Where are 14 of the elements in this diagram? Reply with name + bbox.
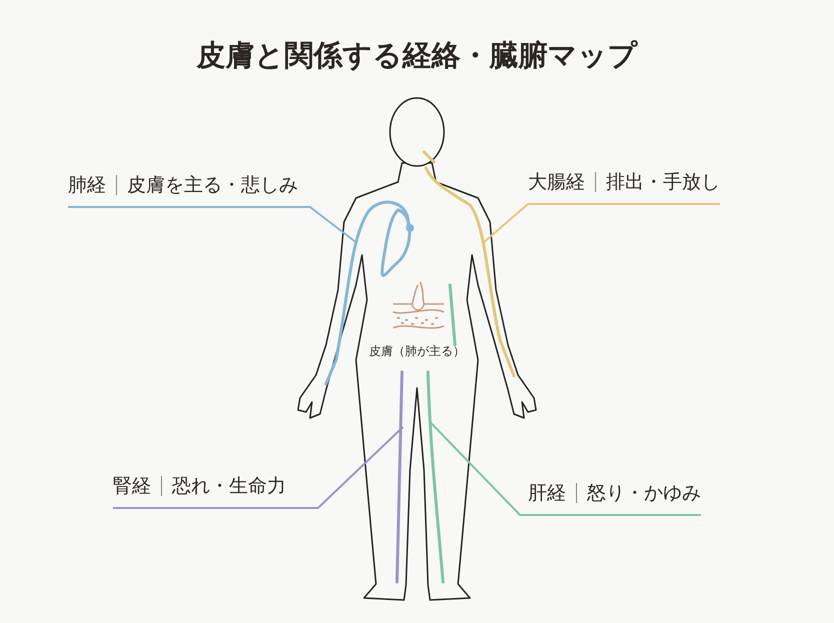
leader-line bbox=[482, 203, 720, 244]
meridian-description: 皮膚を主る・悲しみ bbox=[127, 173, 298, 198]
meridian-description: 排出・手放し bbox=[606, 170, 720, 195]
meridian-name: 大腸経 bbox=[528, 170, 585, 195]
meridian-description: 怒り・かゆみ bbox=[587, 481, 701, 506]
meridian-name: 腎経 bbox=[113, 474, 151, 499]
leader-line bbox=[429, 421, 701, 516]
leader-line bbox=[113, 426, 404, 509]
meridian-description: 恐れ・生命力 bbox=[172, 474, 286, 499]
leader-line bbox=[68, 206, 358, 244]
part-label: 皮膚（肺が主る） bbox=[369, 343, 465, 360]
meridian-name: 肺経 bbox=[68, 173, 106, 198]
meridian-name: 肝経 bbox=[528, 481, 566, 506]
title: 皮膚と関係する経絡・臓腑マップ bbox=[195, 37, 639, 74]
